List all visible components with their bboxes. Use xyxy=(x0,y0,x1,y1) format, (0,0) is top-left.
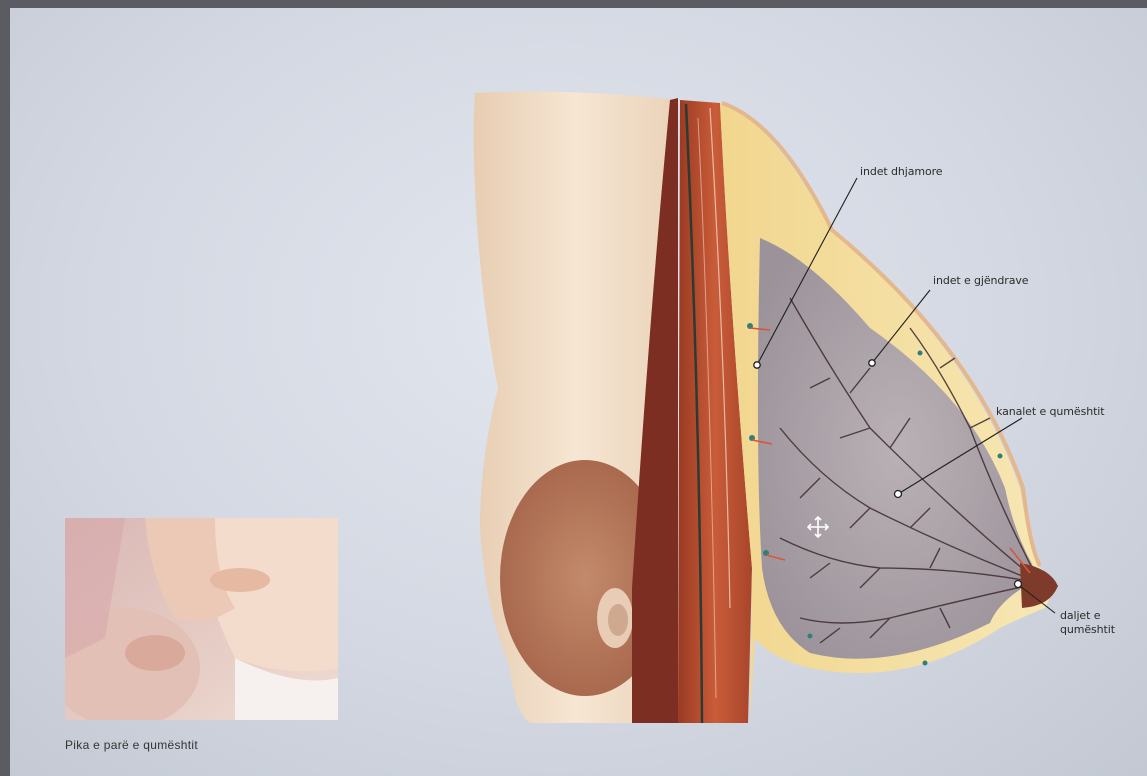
label-gland-tissue: indet e gjëndrave xyxy=(933,274,1028,288)
label-milk-ducts: kanalet e qumështit xyxy=(996,405,1104,419)
projection-screen: Pika e parë e qumështit xyxy=(10,8,1147,776)
breast-anatomy-model xyxy=(10,8,1147,776)
label-milk-outlet-line1: daljet e xyxy=(1060,609,1130,623)
label-milk-outlet-line2: qumështit xyxy=(1060,623,1130,637)
label-milk-outlet: daljet e qumështit xyxy=(1060,609,1130,637)
move-cursor-icon xyxy=(807,516,829,538)
label-fatty-tissue: indet dhjamore xyxy=(860,165,942,179)
